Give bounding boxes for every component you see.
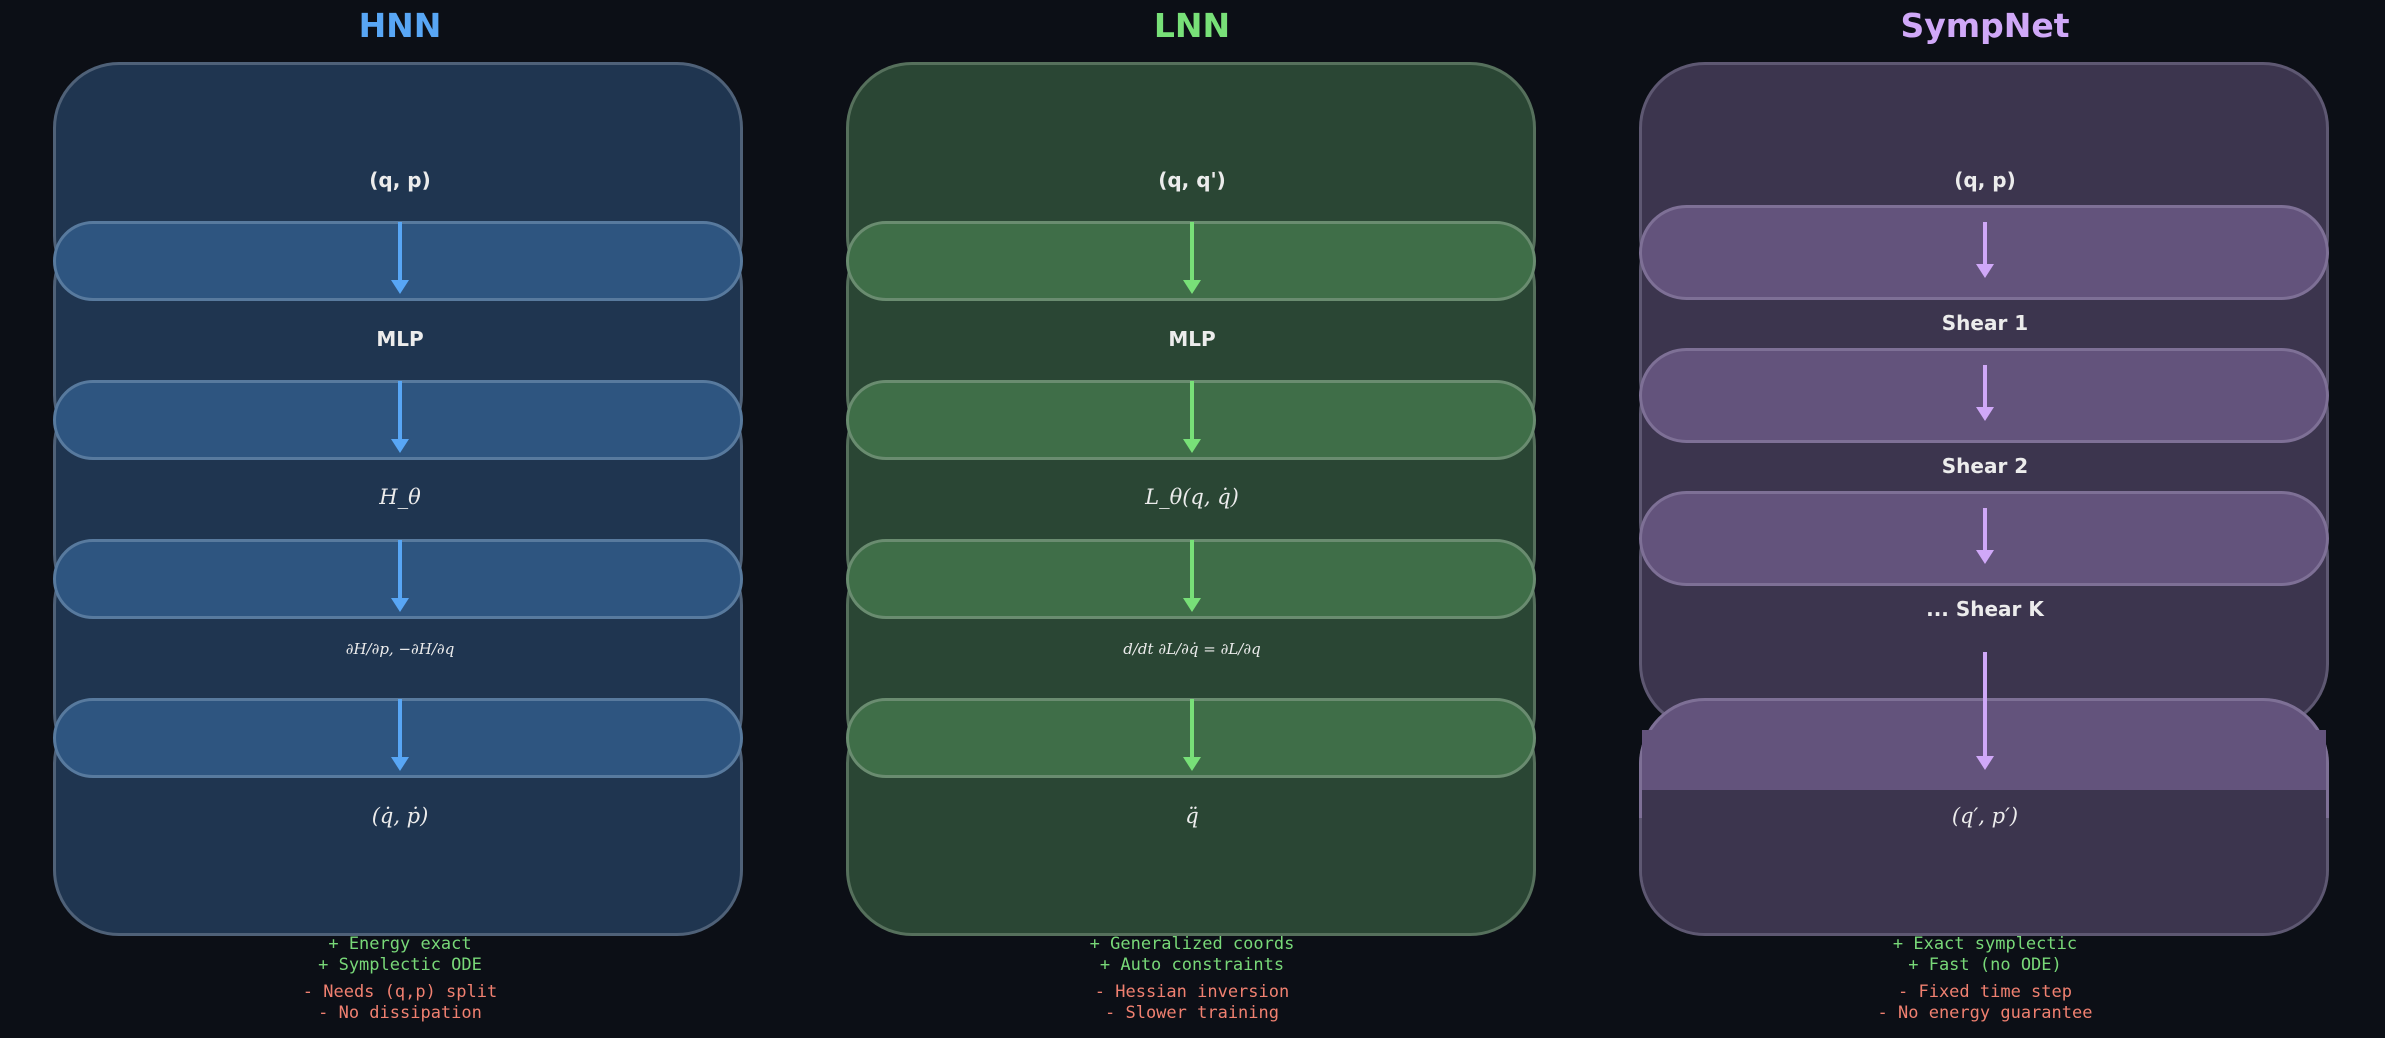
- sympnet-output-label: (q′, p′): [1635, 804, 2335, 828]
- hnn-hamiltonian-label: H_θ: [50, 485, 750, 509]
- lnn-lagrangian-text: L_θ(q, q̇): [1145, 485, 1239, 509]
- lnn-pro: + Generalized coords: [1089, 934, 1295, 954]
- sympnet-pro: + Exact symplectic: [1892, 934, 2078, 954]
- sympnet-shear2-label: Shear 2: [1941, 454, 2029, 478]
- lnn-output-label: q̈: [842, 804, 1542, 828]
- lnn-input-label: (q, q'): [1158, 168, 1226, 192]
- hnn-con: - Needs (q,p) split: [302, 982, 498, 1002]
- lnn-euler-lagrange-label: d/dt ∂L/∂q̇ = ∂L/∂q: [842, 640, 1542, 658]
- lnn-title: LNN: [1153, 6, 1231, 45]
- sympnet-con: - No energy guarantee: [1877, 1003, 2093, 1023]
- hnn-gradient-label: ∂H/∂p, −∂H/∂q: [50, 640, 750, 658]
- lnn-mlp-label: MLP: [1168, 327, 1216, 351]
- hnn-notes: + Energy exact + Symplectic ODE - Needs …: [50, 934, 750, 1024]
- lnn-notes: + Generalized coords + Auto constraints …: [842, 934, 1542, 1024]
- sympnet-shearK-label: ... Shear K: [1926, 597, 2044, 621]
- hnn-pro: + Energy exact: [328, 934, 472, 954]
- sympnet-shear1-label: Shear 1: [1941, 311, 2029, 335]
- sympnet-pro: + Fast (no ODE): [1908, 955, 2062, 975]
- lnn-con: - Slower training: [1105, 1003, 1279, 1023]
- hnn-con: - No dissipation: [318, 1003, 482, 1023]
- hnn-pro: + Symplectic ODE: [318, 955, 482, 975]
- lnn-euler-lagrange-text: d/dt ∂L/∂q̇ = ∂L/∂q: [1123, 640, 1261, 658]
- sympnet-title: SympNet: [1900, 6, 2070, 45]
- sympnet-input-label: (q, p): [1954, 168, 2016, 192]
- lnn-pro: + Auto constraints: [1099, 955, 1285, 975]
- sympnet-output-text: (q′, p′): [1951, 804, 2019, 828]
- lnn-output-text: q̈: [1185, 804, 1199, 828]
- lnn-con: - Hessian inversion: [1094, 982, 1290, 1002]
- lnn-lagrangian-label: L_θ(q, q̇): [842, 485, 1542, 509]
- sympnet-last-band-bottom: [1642, 790, 2326, 933]
- hnn-output-text: (q̇, ṗ): [371, 804, 429, 828]
- hnn-mlp-label: MLP: [376, 327, 424, 351]
- hnn-hamiltonian-text: H_θ: [379, 485, 421, 509]
- hnn-output-label: (q̇, ṗ): [50, 804, 750, 828]
- hnn-input-label: (q, p): [369, 168, 431, 192]
- sympnet-con: - Fixed time step: [1898, 982, 2072, 1002]
- hnn-title: HNN: [358, 6, 442, 45]
- hnn-gradient-text: ∂H/∂p, −∂H/∂q: [345, 640, 455, 658]
- sympnet-notes: + Exact symplectic + Fast (no ODE) - Fix…: [1635, 934, 2335, 1024]
